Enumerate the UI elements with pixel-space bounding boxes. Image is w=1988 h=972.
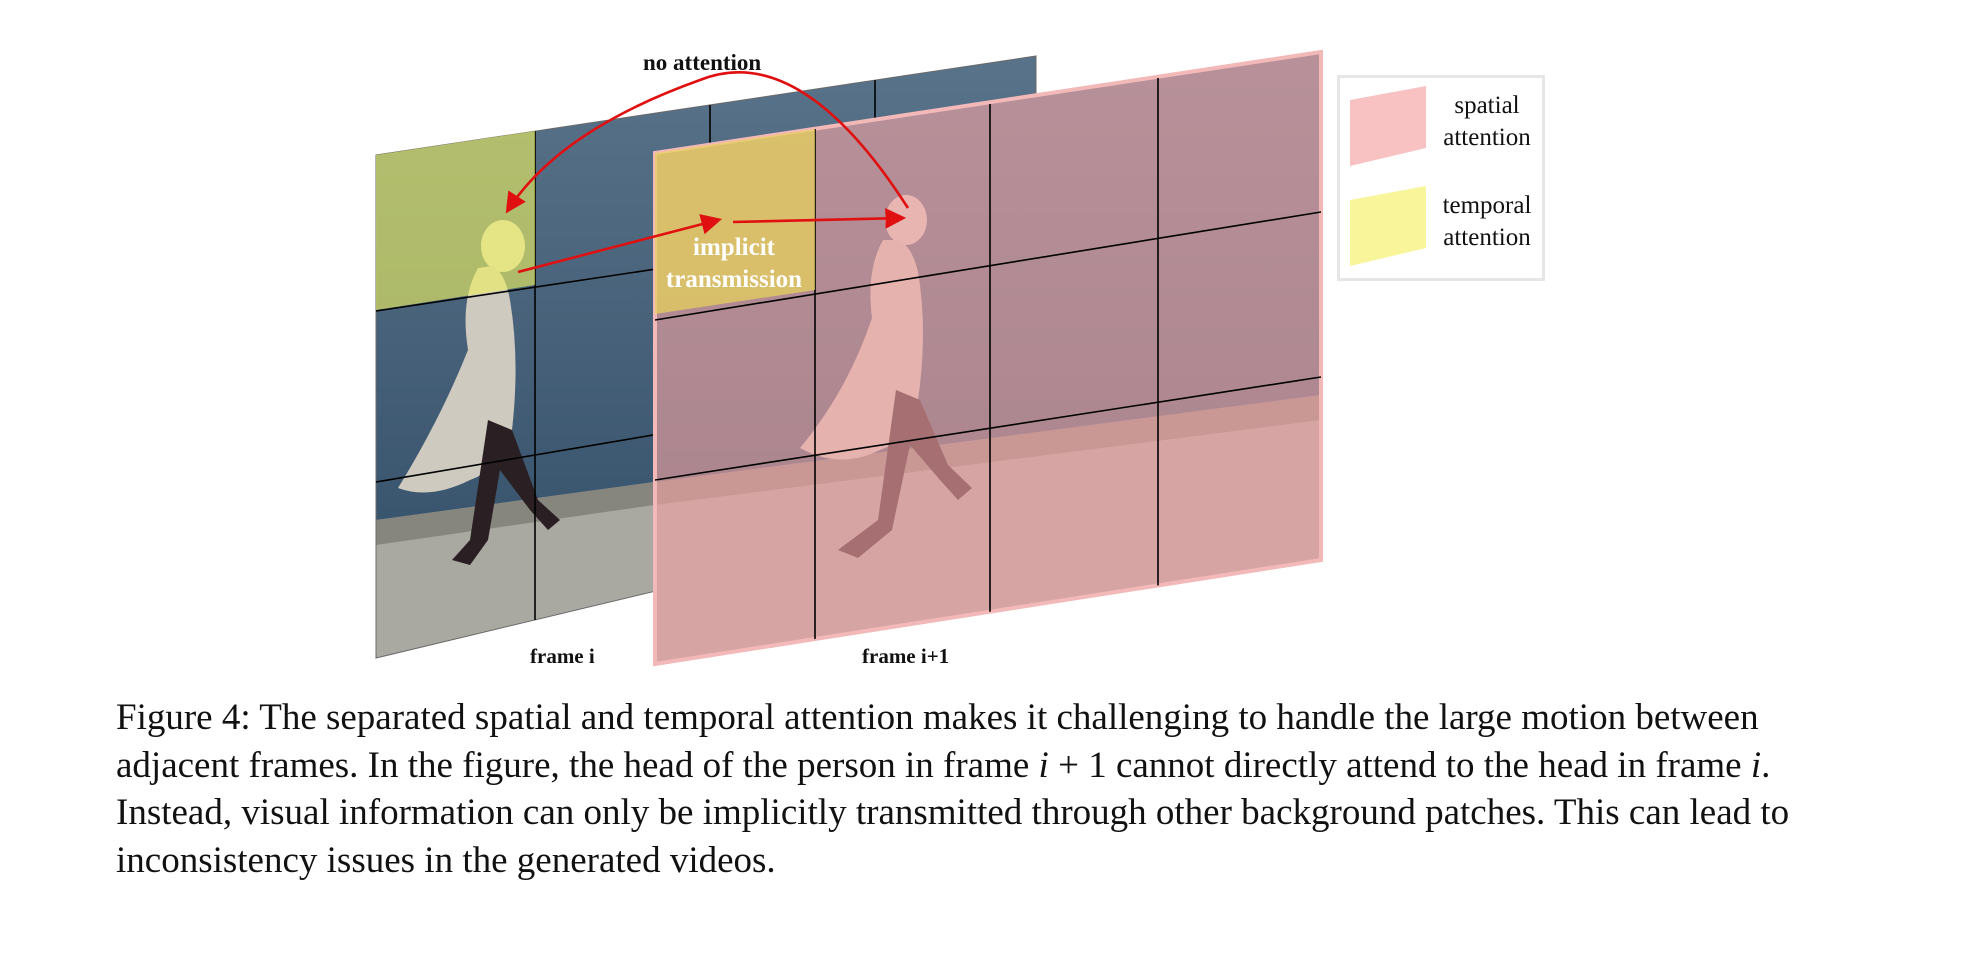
frame-i-label: frame i: [530, 644, 595, 668]
caption-suffix: . Instead, visual information can only b…: [116, 744, 1790, 881]
implicit-transmission-label: implicit transmission: [650, 232, 818, 296]
spatial-legend-line2: attention: [1443, 124, 1531, 151]
implicit-label-line2: transmission: [665, 266, 803, 293]
figure-caption: Figure 4: The separated spatial and temp…: [116, 694, 1846, 884]
temporal-patch-frame-i: [376, 131, 535, 310]
temporal-legend-line1: temporal: [1442, 192, 1532, 219]
implicit-label-line1: implicit: [693, 234, 775, 261]
caption-mid: + 1 cannot directly attend to the head i…: [1048, 744, 1751, 786]
implicit-arrow-1: [517, 214, 723, 274]
spatial-legend-line1: spatial: [1454, 92, 1520, 119]
no-attention-arrow: [505, 71, 910, 214]
spatial-attention-swatch: [1350, 86, 1426, 166]
temporal-legend-label: temporal attention: [1432, 190, 1542, 254]
legend: spatial attention temporal attention: [1337, 75, 1545, 281]
frame-i1-panel: [653, 49, 1323, 667]
temporal-legend-line2: attention: [1443, 224, 1531, 251]
implicit-arrow-2: [732, 207, 907, 229]
caption-math-i-1: i: [1038, 744, 1049, 786]
caption-math-i-2: i: [1750, 744, 1762, 786]
figure-diagram: no attention implicit transmission frame…: [375, 49, 1545, 668]
attention-illustration: [375, 49, 1323, 667]
frame-i1-label: frame i+1: [862, 644, 950, 668]
no-attention-label: no attention: [643, 50, 762, 75]
caption-prefix: Figure 4: The separated spatial and temp…: [116, 697, 1759, 786]
spatial-legend-label: spatial attention: [1432, 90, 1542, 154]
temporal-attention-swatch: [1350, 186, 1426, 266]
spatial-attention-overlay: [655, 52, 1321, 664]
